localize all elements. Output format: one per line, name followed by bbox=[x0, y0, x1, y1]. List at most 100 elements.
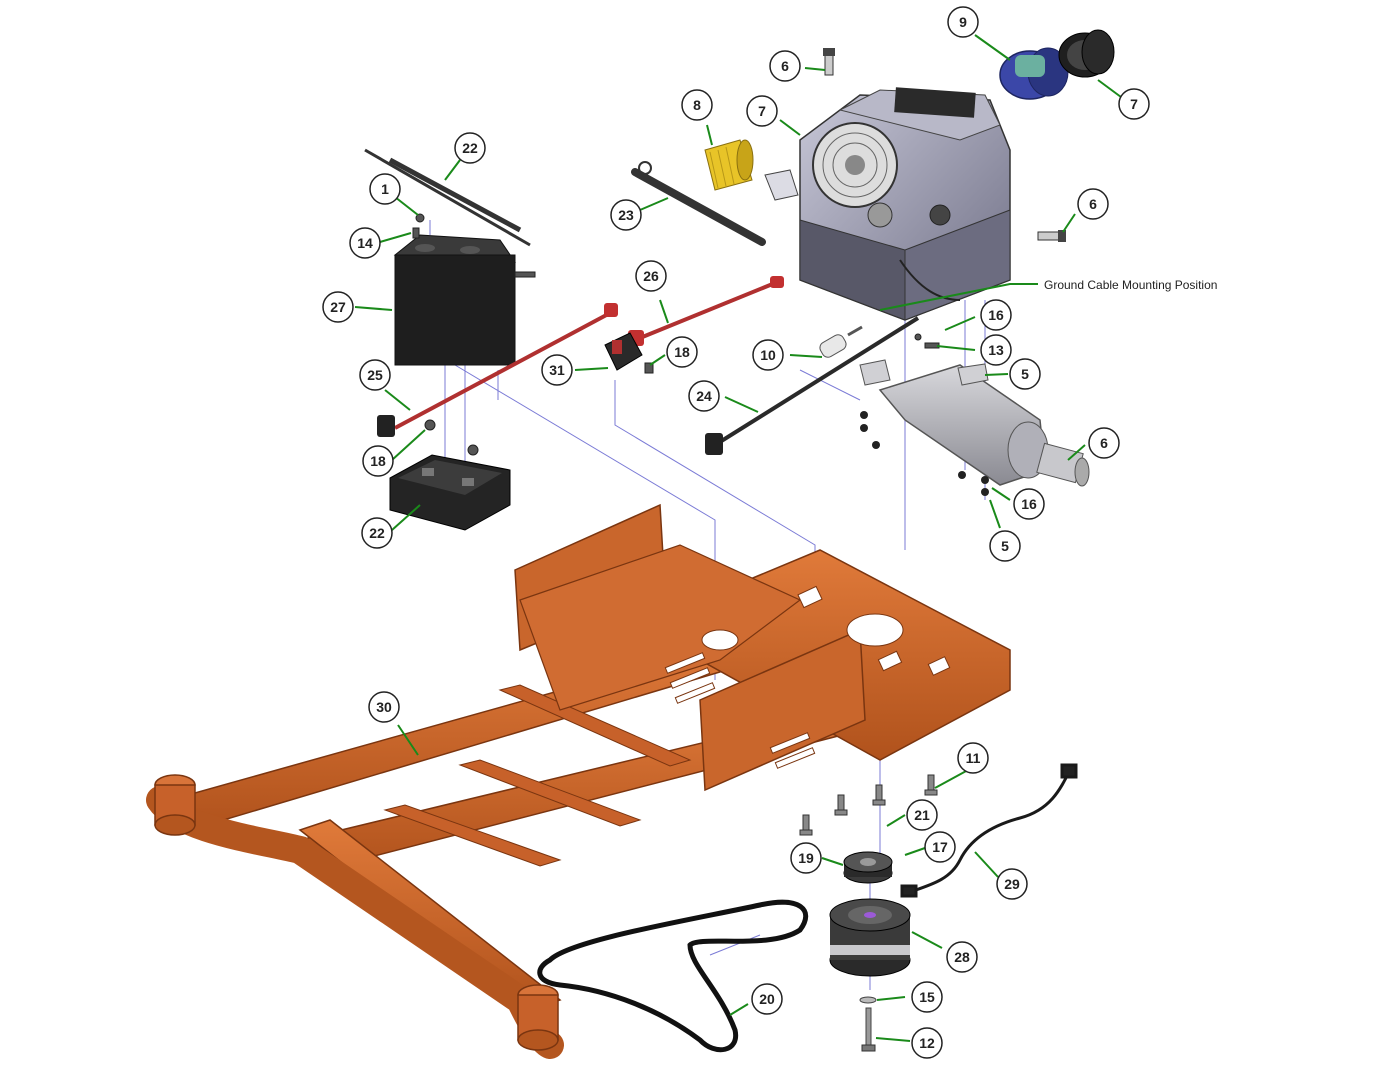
callout-number: 25 bbox=[367, 367, 383, 383]
callout-number: 19 bbox=[798, 850, 814, 866]
callout-29: 29 bbox=[996, 868, 1028, 900]
callout-24: 24 bbox=[688, 380, 720, 412]
callout-7: 7 bbox=[1118, 88, 1150, 120]
engine bbox=[764, 87, 1011, 321]
callout-number: 14 bbox=[357, 235, 373, 251]
frame-seat-pan bbox=[519, 544, 802, 711]
callout-16: 16 bbox=[980, 299, 1012, 331]
callout-number: 20 bbox=[759, 991, 775, 1007]
note-leader-line bbox=[879, 283, 1038, 311]
callout-27: 27 bbox=[322, 291, 354, 323]
ground-cable bbox=[705, 316, 920, 455]
callout-13: 13 bbox=[980, 334, 1012, 366]
callout-circle bbox=[947, 6, 979, 38]
callout-circle bbox=[1077, 188, 1109, 220]
frame-cross-2 bbox=[458, 759, 642, 827]
callout-6: 6 bbox=[1077, 188, 1109, 220]
frame-cross-3 bbox=[498, 684, 692, 767]
callout-28: 28 bbox=[946, 941, 978, 973]
callout-23: 23 bbox=[610, 199, 642, 231]
callout-19: 19 bbox=[790, 842, 822, 874]
fuel-filter bbox=[819, 325, 863, 358]
callout-number: 13 bbox=[988, 342, 1004, 358]
callout-circle bbox=[362, 445, 394, 477]
callout-14: 14 bbox=[349, 227, 381, 259]
callout-20: 20 bbox=[751, 983, 783, 1015]
callout-circle bbox=[635, 260, 667, 292]
callout-number: 22 bbox=[462, 140, 478, 156]
callout-circle bbox=[541, 354, 573, 386]
callout-circle bbox=[610, 199, 642, 231]
callout-7: 7 bbox=[746, 95, 778, 127]
callout-6: 6 bbox=[1088, 427, 1120, 459]
callout-1: 1 bbox=[369, 173, 401, 205]
callout-26: 26 bbox=[635, 260, 667, 292]
callout-circle bbox=[751, 983, 783, 1015]
callout-31: 31 bbox=[541, 354, 573, 386]
drive-belt bbox=[537, 899, 809, 1053]
callout-circle bbox=[790, 842, 822, 874]
callout-number: 6 bbox=[1100, 435, 1108, 451]
callout-number: 8 bbox=[693, 97, 701, 113]
callout-number: 21 bbox=[914, 807, 930, 823]
callout-circle bbox=[911, 981, 943, 1013]
battery-tray bbox=[389, 454, 511, 531]
mower-frame bbox=[146, 503, 1011, 1059]
callout-10: 10 bbox=[752, 339, 784, 371]
callout-18: 18 bbox=[362, 445, 394, 477]
callout-18: 18 bbox=[666, 336, 698, 368]
muffler bbox=[859, 359, 1090, 496]
callout-number: 16 bbox=[1021, 496, 1037, 512]
starter-solenoid bbox=[604, 332, 643, 371]
spark-plug-top bbox=[823, 48, 835, 76]
callout-number: 18 bbox=[370, 453, 386, 469]
callout-circle bbox=[1013, 488, 1045, 520]
callout-number: 16 bbox=[988, 307, 1004, 323]
frame-bolts bbox=[799, 774, 938, 836]
callout-11: 11 bbox=[957, 742, 989, 774]
callout-8: 8 bbox=[681, 89, 713, 121]
callout-circle bbox=[349, 227, 381, 259]
callout-circle bbox=[746, 95, 778, 127]
callout-circle bbox=[946, 941, 978, 973]
battery-hold-down-rod bbox=[364, 148, 531, 247]
callout-number: 6 bbox=[781, 58, 789, 74]
callout-number: 12 bbox=[919, 1035, 935, 1051]
spark-plug-side bbox=[1037, 230, 1066, 242]
callout-circle bbox=[996, 868, 1028, 900]
callout-circle bbox=[1009, 358, 1041, 390]
callout-circle bbox=[911, 1027, 943, 1059]
callout-21: 21 bbox=[906, 799, 938, 831]
callout-number: 7 bbox=[758, 103, 766, 119]
frame-cross-1 bbox=[383, 804, 562, 867]
callout-number: 18 bbox=[674, 344, 690, 360]
callout-number: 29 bbox=[1004, 876, 1020, 892]
callout-number: 28 bbox=[954, 949, 970, 965]
callout-number: 24 bbox=[696, 388, 712, 404]
air-filter bbox=[999, 47, 1069, 100]
callout-number: 15 bbox=[919, 989, 935, 1005]
leader-lines bbox=[354, 34, 1126, 1042]
callout-circle bbox=[361, 517, 393, 549]
callout-30: 30 bbox=[368, 691, 400, 723]
callout-circle bbox=[906, 799, 938, 831]
callout-number: 6 bbox=[1089, 196, 1097, 212]
callout-number: 27 bbox=[330, 299, 346, 315]
electric-pto-clutch bbox=[829, 898, 911, 977]
callout-number: 22 bbox=[369, 525, 385, 541]
callout-circle bbox=[1088, 427, 1120, 459]
callout-number: 30 bbox=[376, 699, 392, 715]
callout-circle bbox=[681, 89, 713, 121]
callout-circle bbox=[924, 831, 956, 863]
ground-cable-note: Ground Cable Mounting Position bbox=[1044, 278, 1217, 292]
callout-15: 15 bbox=[911, 981, 943, 1013]
callout-circle bbox=[980, 299, 1012, 331]
clutch-wire-harness bbox=[900, 763, 1078, 898]
callout-circle bbox=[957, 742, 989, 774]
callout-circle bbox=[769, 50, 801, 82]
callout-number: 17 bbox=[932, 839, 948, 855]
callout-number: 5 bbox=[1001, 538, 1009, 554]
callout-5: 5 bbox=[989, 530, 1021, 562]
